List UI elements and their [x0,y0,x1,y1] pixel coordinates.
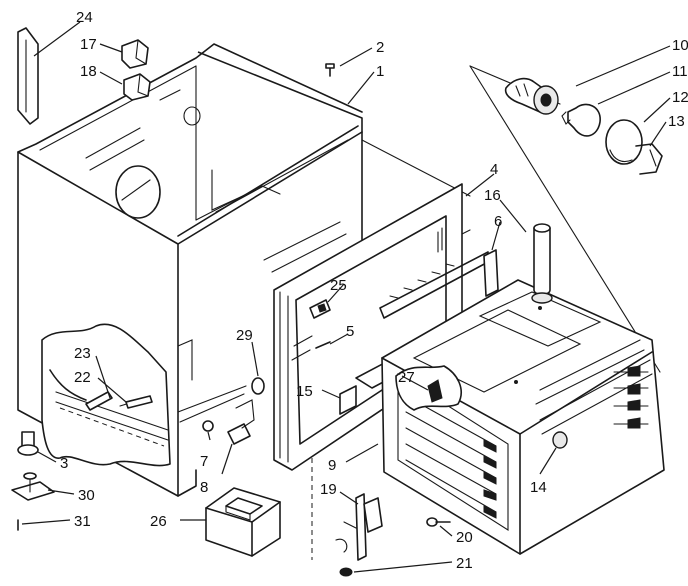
callout-12: 12 [672,89,688,106]
callout-9: 9 [328,457,336,474]
callouts: 24 17 18 2 1 10 11 12 13 4 16 6 25 5 29 … [60,9,688,572]
callout-27: 27 [398,369,415,386]
callout-30: 30 [78,487,95,504]
callout-20: 20 [456,529,473,546]
callout-11: 11 [672,63,688,80]
oven-liner [381,279,665,555]
callout-15: 15 [296,383,313,400]
callout-14: 14 [530,479,547,496]
callout-2: 2 [376,39,384,56]
callout-17: 17 [80,36,97,53]
callout-29: 29 [236,327,253,344]
callout-26: 26 [150,513,167,530]
callout-4: 4 [490,161,498,178]
light-assembly [504,77,663,304]
callout-19: 19 [320,481,337,498]
leader-lines [21,21,671,573]
callout-25: 25 [330,277,347,294]
small-parts [11,27,451,577]
callout-5: 5 [346,323,354,340]
callout-23: 23 [74,345,91,362]
callout-24: 24 [76,9,93,26]
callout-16: 16 [484,187,501,204]
callout-3: 3 [60,455,68,472]
callout-6: 6 [494,213,502,230]
callout-8: 8 [200,479,208,496]
callout-22: 22 [74,369,91,386]
callout-18: 18 [80,63,97,80]
callout-21: 21 [456,555,473,572]
callout-13: 13 [668,113,685,130]
callout-1: 1 [376,63,384,80]
callout-7: 7 [200,453,208,470]
callout-31: 31 [74,513,91,530]
callout-10: 10 [672,37,688,54]
front-frame [273,183,499,471]
